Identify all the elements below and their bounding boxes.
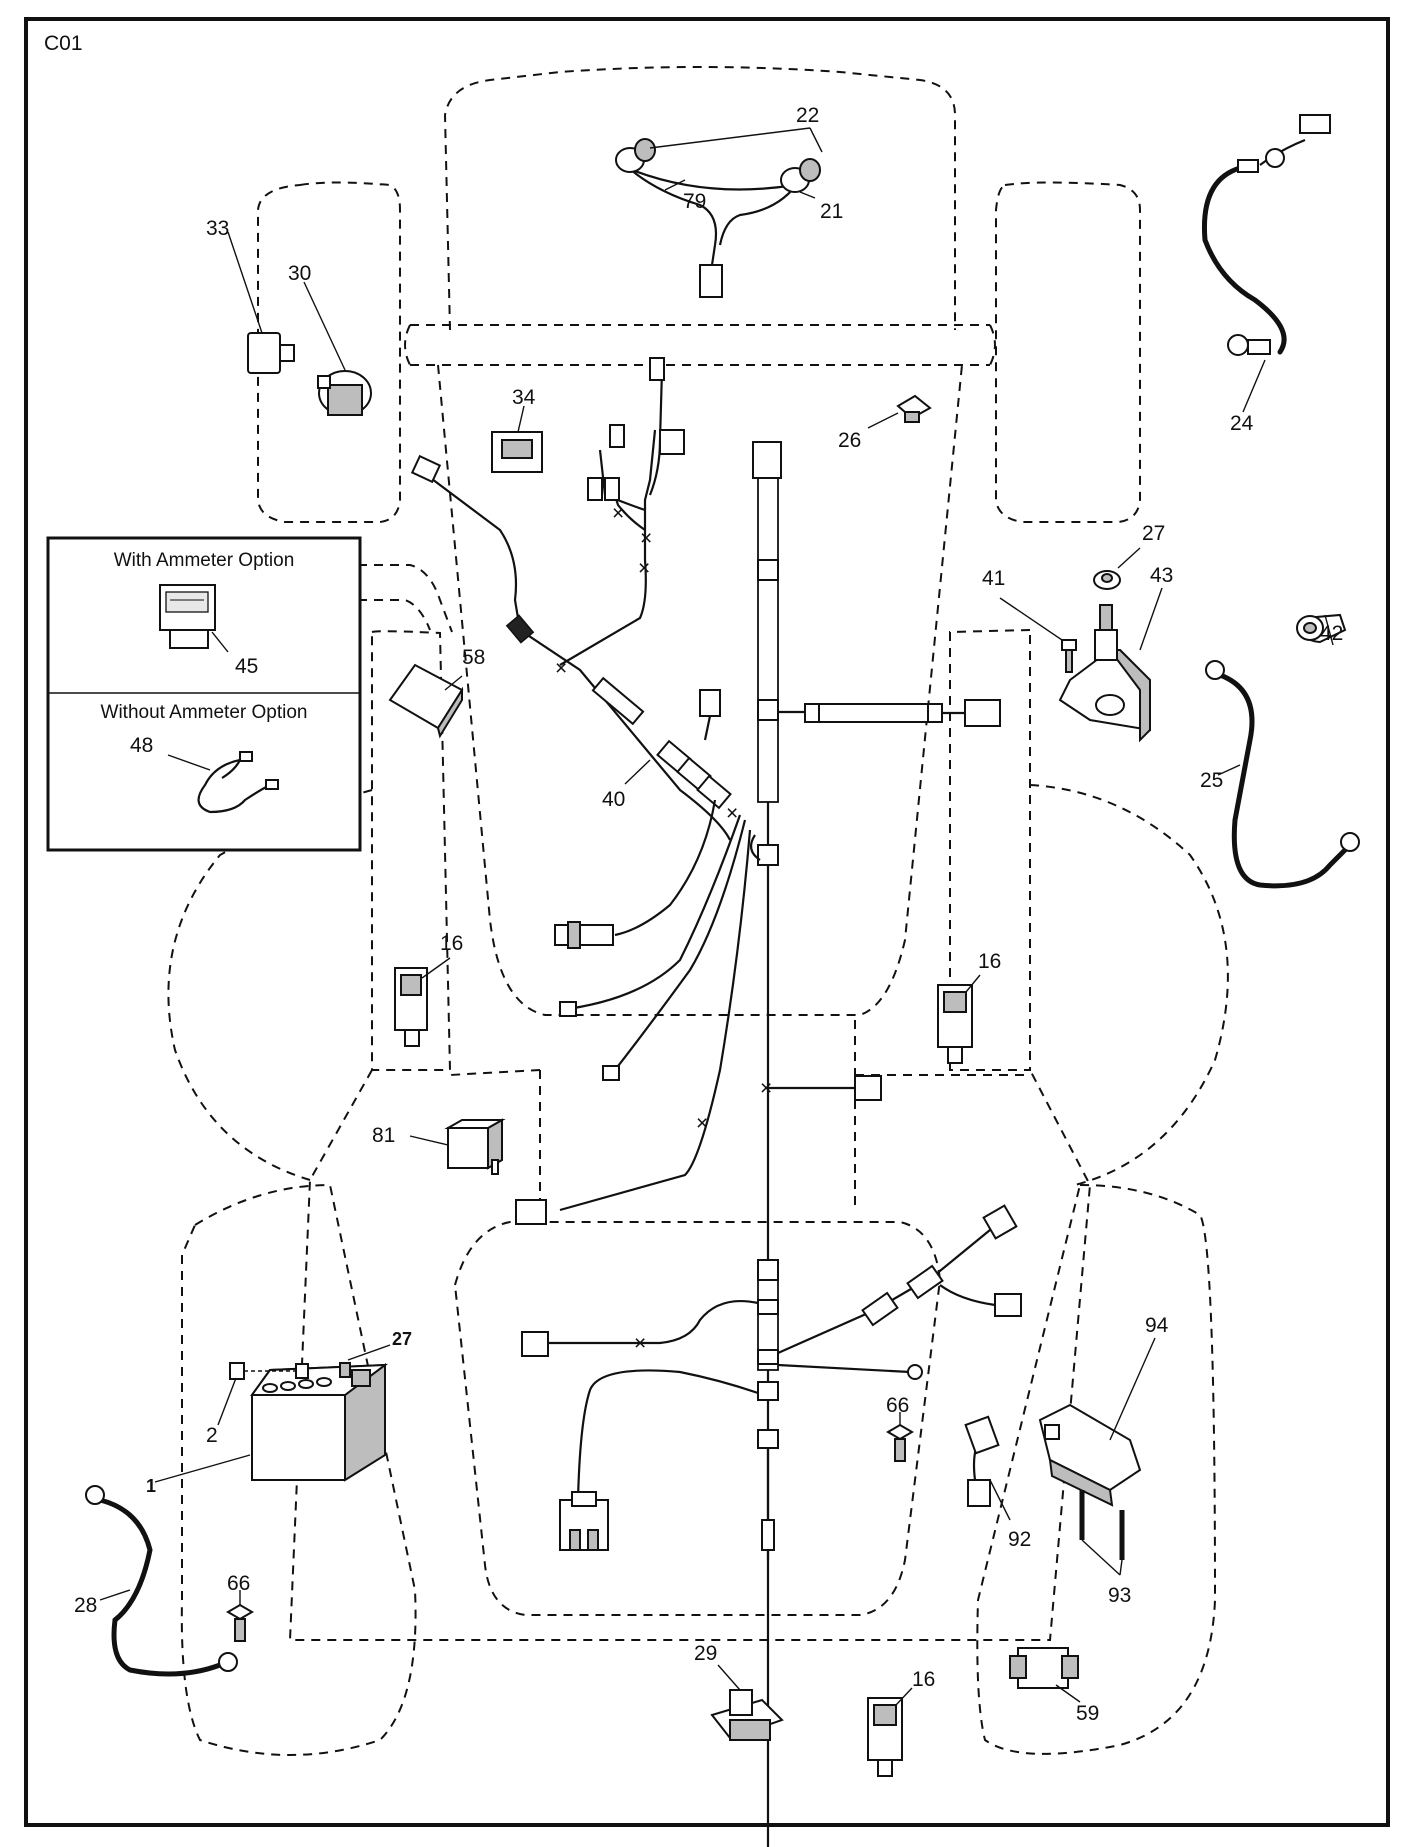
svg-text:×: × <box>612 502 624 525</box>
callout-16-bottom: 16 <box>912 1668 935 1691</box>
key-icon <box>247 332 295 374</box>
screw-icon <box>1061 639 1077 673</box>
nut-icon <box>1093 570 1121 590</box>
bolt-icon <box>229 1362 351 1380</box>
without-ammeter-title: Without Ammeter Option <box>101 702 308 723</box>
module-58-icon <box>388 663 464 739</box>
screw-66-right-icon <box>886 1423 914 1462</box>
diagram-frame <box>24 17 1390 1827</box>
callout-42: 42 <box>1320 622 1343 645</box>
interlock-switch-left-icon <box>394 967 428 1047</box>
main-wire-harness <box>410 357 1022 1847</box>
svg-text:×: × <box>638 557 650 580</box>
regulator-59-icon <box>1009 1647 1079 1689</box>
callout-27-bottom: 27 <box>392 1329 412 1349</box>
callout-92: 92 <box>1008 1528 1031 1551</box>
solenoid-icon <box>1058 604 1151 743</box>
screw-66-left-icon <box>226 1603 254 1642</box>
svg-text:×: × <box>640 527 652 550</box>
screws-93-icon <box>1079 1490 1125 1560</box>
svg-text:×: × <box>760 1077 772 1100</box>
ammeter-option-box: With Ammeter Option Without Ammeter Opti… <box>46 536 362 852</box>
callout-48: 48 <box>130 734 153 757</box>
callout-16-right: 16 <box>978 950 1001 973</box>
main-harness-plug-icon <box>559 1491 609 1551</box>
callout-93: 93 <box>1108 1584 1131 1607</box>
harness-92-icon <box>964 1415 1000 1507</box>
ignition-switch-icon <box>317 370 372 416</box>
callout-33: 33 <box>206 217 229 240</box>
callout-28: 28 <box>74 1594 97 1617</box>
callout-27-top: 27 <box>1142 522 1165 545</box>
diagram-id: C01 <box>44 32 83 55</box>
callout-66-right: 66 <box>886 1394 909 1417</box>
callout-45: 45 <box>235 655 258 678</box>
callout-66-left: 66 <box>227 1572 250 1595</box>
callout-41: 41 <box>982 567 1005 590</box>
relay-icon <box>444 1118 506 1175</box>
callout-34: 34 <box>512 386 536 409</box>
svg-text:×: × <box>726 802 738 825</box>
ammeter-icon <box>159 584 216 649</box>
svg-text:×: × <box>555 657 567 680</box>
battery-cable-24-icon <box>1201 114 1331 356</box>
callout-40: 40 <box>602 788 625 811</box>
callout-21: 21 <box>820 200 843 223</box>
callout-29: 29 <box>694 1642 717 1665</box>
callout-81: 81 <box>372 1124 395 1147</box>
interlock-switch-right-icon <box>937 984 973 1064</box>
jumper-wire-icon <box>197 751 279 814</box>
callout-43: 43 <box>1150 564 1173 587</box>
callout-25: 25 <box>1200 769 1223 792</box>
interlock-switch-bottom-icon <box>867 1697 903 1777</box>
svg-text:×: × <box>696 1112 708 1135</box>
callout-58: 58 <box>462 646 485 669</box>
seat-switch-icon <box>710 1689 784 1741</box>
callout-30: 30 <box>288 262 311 285</box>
tractor-outline <box>167 66 1229 1756</box>
module-94-icon <box>1038 1403 1142 1507</box>
fuse-icon <box>896 394 932 423</box>
callout-26: 26 <box>838 429 861 452</box>
callout-59: 59 <box>1076 1702 1099 1725</box>
callout-1: 1 <box>146 1476 156 1496</box>
pto-switch-icon <box>491 431 543 473</box>
callout-94: 94 <box>1145 1314 1169 1337</box>
callout-79: 79 <box>683 190 706 213</box>
with-ammeter-title: With Ammeter Option <box>114 550 295 571</box>
battery-cable-25-icon <box>1205 660 1360 889</box>
battery-icon <box>250 1363 389 1482</box>
callout-24: 24 <box>1230 412 1254 435</box>
battery-cable-28-icon <box>85 1485 238 1677</box>
callout-22: 22 <box>796 104 819 127</box>
callout-16-left: 16 <box>440 932 463 955</box>
cable-tie-marks: × × × × × × × × <box>555 502 772 1355</box>
callout-2: 2 <box>206 1424 218 1447</box>
terminal-boot-icon <box>1296 613 1347 644</box>
svg-text:×: × <box>634 1332 646 1355</box>
headlight-harness-icon <box>615 138 821 298</box>
